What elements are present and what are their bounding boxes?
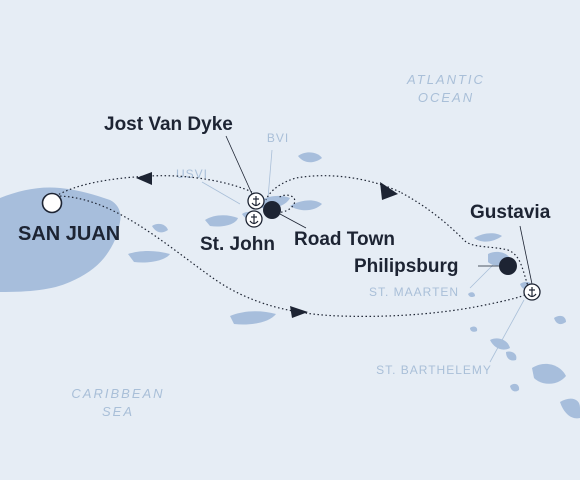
region-label-caribbean-1: CARIBBEAN bbox=[71, 386, 164, 401]
leader-st-barthelemy bbox=[489, 299, 525, 363]
anchor-icon-st-john[interactable] bbox=[245, 210, 263, 228]
island-anegada bbox=[298, 152, 322, 163]
cruise-route bbox=[55, 175, 531, 317]
region-label-usvi: USVI bbox=[176, 167, 208, 181]
leader-usvi bbox=[201, 181, 241, 205]
island-saba bbox=[468, 292, 475, 298]
island-puerto-rico bbox=[0, 187, 121, 292]
island-nevis bbox=[506, 351, 517, 361]
island-montserrat bbox=[510, 383, 520, 392]
island-st-thomas bbox=[205, 215, 238, 227]
port-label-san-juan: SAN JUAN bbox=[18, 223, 120, 245]
route-bvi-to-san-juan bbox=[55, 175, 253, 197]
region-label-caribbean-2: SEA bbox=[102, 404, 134, 419]
island-vieques bbox=[128, 251, 170, 263]
region-label-st-maarten: ST. MAARTEN bbox=[369, 285, 459, 299]
port-label-gustavia: Gustavia bbox=[470, 202, 551, 223]
port-dot-icon-philipsburg[interactable] bbox=[499, 257, 517, 275]
route-arrow-icon bbox=[380, 182, 398, 200]
start-circle-icon[interactable] bbox=[41, 192, 63, 214]
island-virgin-gorda bbox=[290, 200, 322, 211]
island-st-eustatius bbox=[470, 326, 478, 332]
island-st-croix bbox=[230, 311, 276, 325]
anchor-icon-gustavia[interactable] bbox=[523, 283, 541, 301]
island-barbuda bbox=[554, 315, 566, 325]
route-arrow-icon bbox=[290, 306, 308, 318]
route-to-bvi bbox=[265, 175, 401, 201]
leader-jost-van-dyke bbox=[225, 135, 253, 195]
port-label-road-town: Road Town bbox=[294, 229, 395, 250]
island-guadeloupe bbox=[560, 398, 580, 419]
port-label-st-john: St. John bbox=[200, 234, 275, 255]
region-label-atlantic-1: ATLANTIC bbox=[406, 72, 485, 87]
region-label-bvi: BVI bbox=[267, 131, 289, 145]
region-label-st-barthelemy: ST. BARTHELEMY bbox=[376, 363, 492, 377]
leader-bvi bbox=[267, 149, 273, 199]
island-anguilla bbox=[474, 233, 502, 242]
port-label-philipsburg: Philipsburg bbox=[354, 256, 459, 277]
island-antigua bbox=[532, 363, 566, 384]
region-label-atlantic-2: OCEAN bbox=[418, 90, 474, 105]
route-arrow-icon bbox=[136, 172, 152, 185]
island-culebra bbox=[152, 223, 168, 233]
port-dot-icon-road-town[interactable] bbox=[263, 201, 281, 219]
anchor-icon-jost-van-dyke[interactable] bbox=[247, 192, 265, 210]
port-label-jost-van-dyke: Jost Van Dyke bbox=[104, 114, 233, 135]
leader-gustavia bbox=[519, 225, 533, 285]
route-san-juan-to-st-croix bbox=[55, 195, 531, 317]
leader-road-town bbox=[279, 213, 307, 229]
